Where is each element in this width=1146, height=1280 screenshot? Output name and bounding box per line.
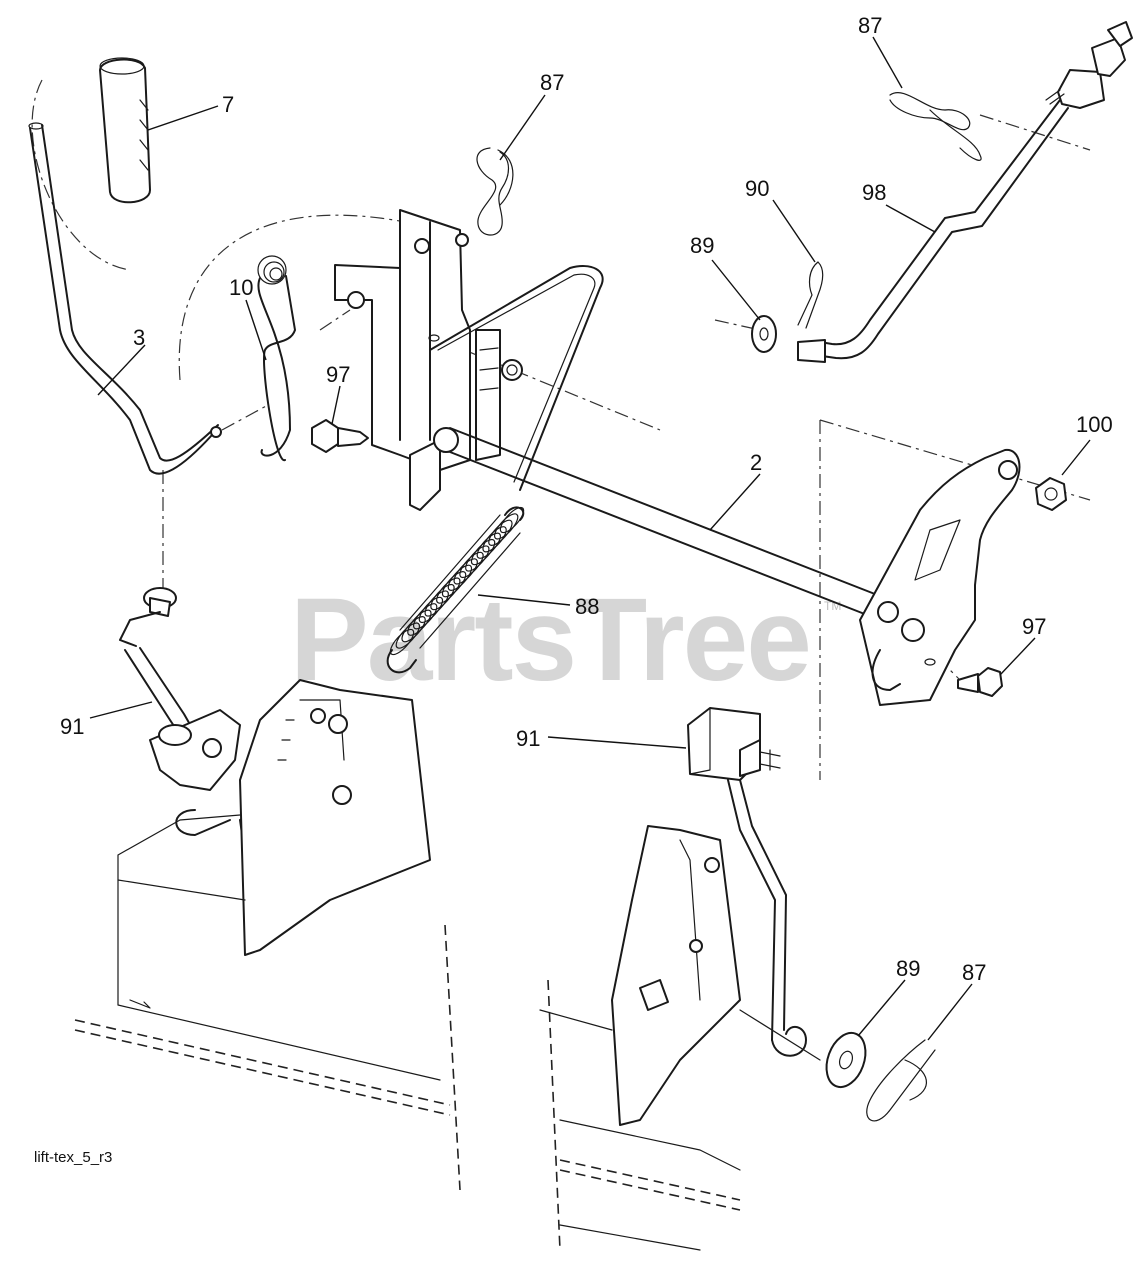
part-7-grip [99,57,151,204]
part-98-lift-rod [797,21,1133,363]
callout-87-bottom: 87 [962,960,986,985]
spring-coil [401,616,426,643]
spring-coil [476,532,501,559]
spring-coil [418,596,444,624]
spring-coil [482,526,507,553]
part-100-nut [1035,477,1067,511]
spring-coil [494,513,519,540]
spring-coil [407,609,432,636]
callout-labels: 87 87 7 90 98 89 10 3 97 100 2 88 97 91 … [60,13,1113,985]
callout-89-top: 89 [690,233,714,258]
callout-91-left: 91 [60,714,84,739]
callout-88: 88 [575,594,599,619]
part-91-link-left [119,587,283,839]
callout-10: 10 [229,275,253,300]
part-87-clip-mid [476,147,514,236]
part-89-washer-top [751,315,777,353]
part-3-lift-handle [28,122,222,475]
callout-98: 98 [862,180,886,205]
callout-87-mid: 87 [540,70,564,95]
diagram-caption: lift-tex_5_r3 [34,1149,112,1166]
callout-91-right: 91 [516,726,540,751]
callout-89-bottom: 89 [896,956,920,981]
part-88-extension-spring [386,506,525,674]
callout-leaders [89,36,1091,1041]
callout-100: 100 [1076,412,1113,437]
part-89-washer-bottom [825,1031,867,1089]
mower-deck [74,814,821,1251]
deck-hanger-left [239,679,431,956]
spring-coil [465,545,490,572]
part-87-clip-bottom [866,1039,936,1122]
lift-link-wire [429,265,604,491]
callout-87-top: 87 [858,13,882,38]
spring-coil [499,506,525,534]
deck-hanger-right [611,825,741,1126]
callout-97-right: 97 [1022,614,1046,639]
part-87-clip-top [889,92,982,161]
part-91-link-right [687,707,807,1057]
spring-coil [441,571,467,598]
callout-3: 3 [133,325,145,350]
callout-7: 7 [222,92,234,117]
part-97-bolt-right [957,667,1003,697]
spring-coil [470,538,496,566]
spring-coil [436,577,461,604]
watermark-text: PartsTree [290,574,810,706]
callout-97-left: 97 [326,362,350,387]
spring-coil [453,558,478,585]
spring-coil [430,583,455,611]
watermark: PartsTree TM [290,574,841,706]
spring-coil [413,603,438,630]
lift-arm-right [859,448,1021,706]
spring-coil [447,564,473,591]
spring-coil [424,590,449,617]
part-90-cotter-pin [797,261,824,329]
part-10-torsion-spring [257,255,296,462]
spring-coil [389,628,415,656]
spring-coil [395,622,420,649]
callout-2: 2 [750,450,762,475]
lift-bracket-center [334,209,523,511]
spring-coil [459,551,484,579]
callout-90: 90 [745,176,769,201]
spring-coil [488,519,513,546]
part-97-bolt-left [311,419,369,453]
